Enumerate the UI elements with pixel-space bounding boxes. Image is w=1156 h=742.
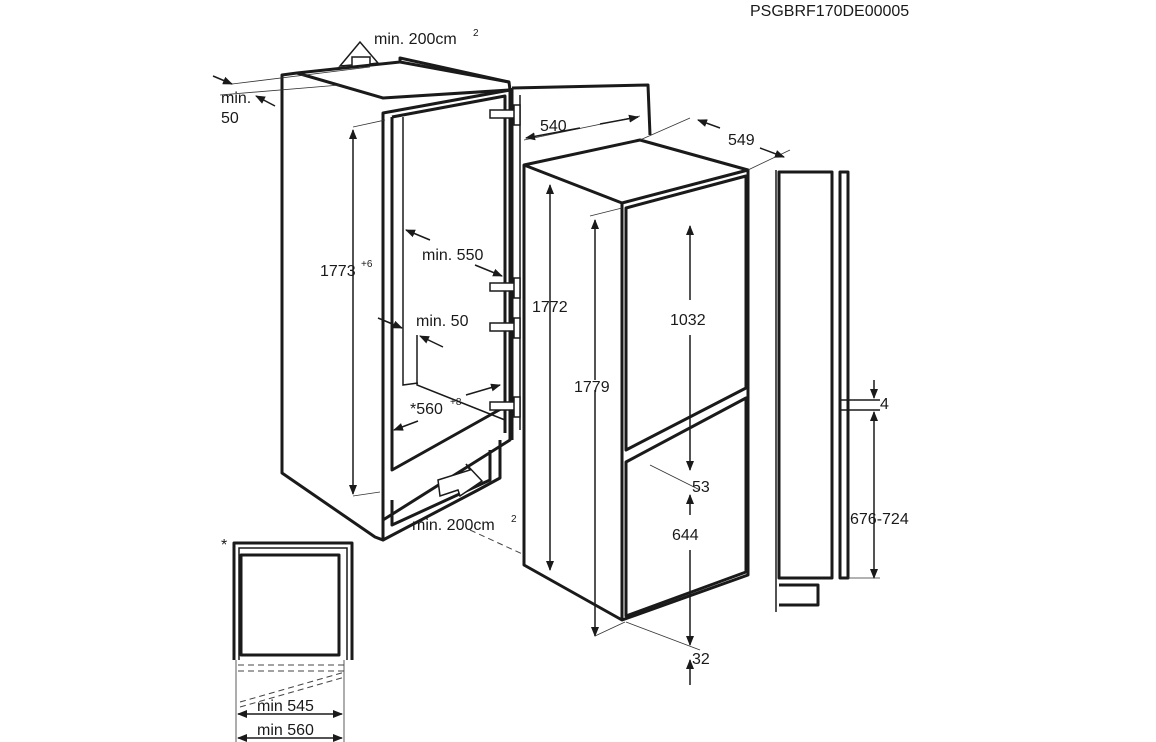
niche-gap: min. 50 bbox=[416, 313, 469, 330]
appliance-height-side: 1772 bbox=[532, 299, 568, 316]
appliance-height-total: 1779 bbox=[574, 379, 610, 396]
lower-door bbox=[624, 396, 748, 618]
appliance bbox=[522, 114, 791, 685]
vent-top-sup: 2 bbox=[473, 28, 479, 39]
upper-door bbox=[624, 174, 748, 452]
plan-view: * bbox=[221, 537, 354, 742]
plan-min-inner: min 545 bbox=[257, 698, 314, 715]
niche-height: 1773 bbox=[320, 263, 356, 280]
door-profile bbox=[775, 170, 880, 612]
bottom-height: 32 bbox=[692, 651, 710, 668]
niche-depth: min. 550 bbox=[422, 247, 483, 264]
vent-bottom-label: min. 200cm bbox=[412, 517, 495, 534]
document-code: PSGBRF170DE00005 bbox=[750, 3, 909, 20]
upper-door-height: 1032 bbox=[670, 312, 706, 329]
vent-up-arrow-icon bbox=[338, 40, 380, 67]
profile-gap: 4 bbox=[880, 396, 889, 413]
rear-gap-label: min. bbox=[221, 90, 251, 107]
niche-cabinet bbox=[212, 40, 652, 586]
niche-height-tol: +6 bbox=[361, 259, 373, 270]
vent-bottom-sup: 2 bbox=[511, 514, 517, 525]
appliance-width: 540 bbox=[540, 118, 567, 135]
lower-door-height: 644 bbox=[672, 527, 699, 544]
plan-asterisk: * bbox=[221, 537, 227, 554]
niche-width: *560 bbox=[410, 401, 443, 418]
hinge-icon bbox=[489, 104, 521, 418]
plan-min-outer: min 560 bbox=[257, 722, 314, 739]
appliance-depth: 549 bbox=[728, 132, 755, 149]
vent-in-arrow-icon bbox=[437, 463, 484, 498]
rear-gap-value: 50 bbox=[221, 110, 239, 127]
vent-top-label: min. 200cm bbox=[374, 31, 457, 48]
niche-width-tol: +8 bbox=[450, 397, 462, 408]
door-gap: 53 bbox=[692, 479, 710, 496]
profile-range: 676-724 bbox=[850, 511, 909, 528]
